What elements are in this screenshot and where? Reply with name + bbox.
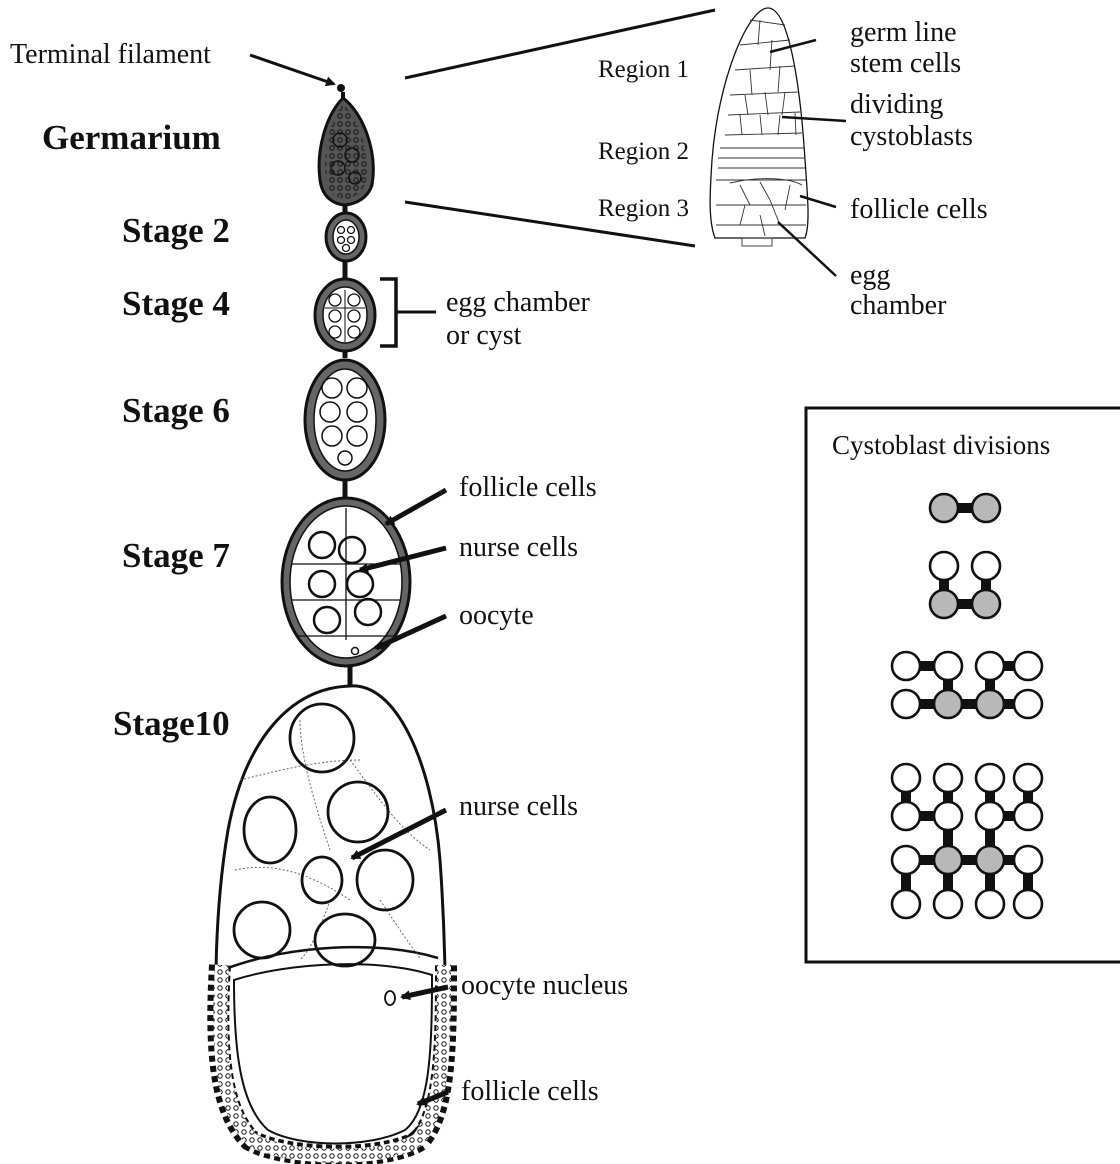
region-1-label: Region 1	[598, 56, 689, 83]
follicle-cells-7-label: follicle cells	[459, 472, 597, 503]
or-cyst-label: or cyst	[446, 320, 522, 351]
germ-line-label: germ line	[850, 17, 957, 48]
nurse-cells-7-label: nurse cells	[459, 532, 578, 563]
egg-label: egg	[850, 260, 890, 291]
cystoblasts-label: cystoblasts	[850, 121, 973, 152]
stage-4-label: Stage 4	[122, 284, 230, 323]
germarium-label: Germarium	[42, 118, 221, 157]
cystoblast-box-frame	[806, 408, 1120, 962]
stage-4-chamber	[315, 279, 375, 351]
cystoblast-divisions-box: Cystoblast divisions	[806, 408, 1120, 962]
ovariole	[216, 84, 446, 1160]
stage-6-label: Stage 6	[122, 391, 230, 430]
stage-7-label: Stage 7	[122, 536, 230, 575]
stage-10-chamber	[216, 686, 446, 1160]
region-3-label: Region 3	[598, 195, 689, 222]
follicle-cells-10-label: follicle cells	[461, 1076, 599, 1107]
cystoblast-box-title: Cystoblast divisions	[832, 430, 1050, 460]
terminal-filament	[337, 84, 345, 92]
stage-10-label: Stage10	[113, 704, 230, 743]
germarium-follicle-cells-label: follicle cells	[850, 194, 988, 225]
germarium	[319, 98, 373, 205]
stage-6-chamber	[305, 360, 385, 480]
nurse-cells-10-label: nurse cells	[459, 791, 578, 822]
germarium-detail	[710, 8, 846, 276]
egg-chamber-label: egg chamber	[446, 287, 590, 318]
stem-cells-label: stem cells	[850, 48, 961, 79]
terminal-filament-label: Terminal filament	[10, 39, 211, 70]
chamber-label: chamber	[850, 290, 947, 321]
oocyte-label: oocyte	[459, 600, 534, 631]
stage-2-chamber	[326, 213, 366, 261]
dividing-label: dividing	[850, 89, 943, 120]
region-2-label: Region 2	[598, 138, 689, 165]
oocyte-nucleus-label: oocyte nucleus	[461, 970, 628, 1001]
stage-2-label: Stage 2	[122, 211, 230, 250]
